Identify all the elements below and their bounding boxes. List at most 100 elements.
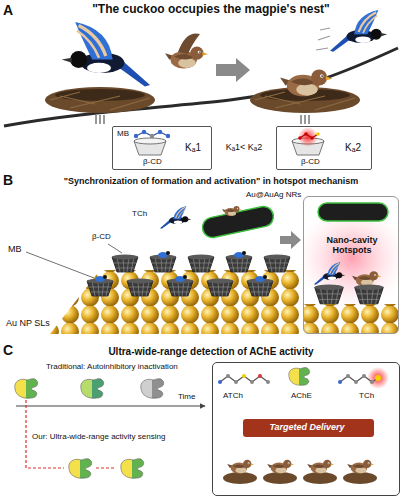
tch-molecule xyxy=(310,136,314,140)
inset-title: Nano-cavity Hotspots xyxy=(312,235,392,256)
leader-line xyxy=(108,244,122,253)
panel-letter: A xyxy=(3,2,13,18)
panel-title: "The cuckoo occupies the magpie's nest" xyxy=(22,3,400,17)
mb-birds xyxy=(103,275,107,279)
cuckoo-flying xyxy=(165,33,208,68)
binding-box: MB β-CD Kₐ1 xyxy=(112,126,212,170)
nest-row xyxy=(307,460,334,474)
mb-molecule xyxy=(158,130,162,134)
cyclodextrin-cups xyxy=(188,255,214,273)
delivery-box: ATCh AChE TChTargeted Delivery xyxy=(212,362,400,496)
magpie-flying xyxy=(330,10,387,52)
enzyme-icons xyxy=(141,379,164,399)
host-label: β-CD xyxy=(143,157,162,166)
atch-molecule xyxy=(218,374,270,384)
panel-title: Ultra-wide-range detection of AChE activ… xyxy=(22,346,400,358)
enzyme-icons xyxy=(121,459,144,479)
cyclodextrin-cup xyxy=(134,138,166,155)
constant-label: Kₐ2 xyxy=(345,142,361,154)
cyclodextrin-cups xyxy=(112,255,138,273)
enzyme-icons xyxy=(69,459,92,479)
magpie-flying xyxy=(160,206,191,229)
hotspot-inset-art xyxy=(303,304,399,334)
cyclodextrin-cups xyxy=(207,279,233,297)
banner-text: Targeted Delivery xyxy=(243,422,371,432)
binding-box: β-CD Kₐ2 xyxy=(276,126,372,170)
mb-birds xyxy=(95,251,267,282)
cyclodextrin-cups xyxy=(87,255,290,297)
tch-molecule xyxy=(338,367,389,389)
hotspot-inset-art xyxy=(318,203,388,221)
delivery-banner: Targeted Delivery xyxy=(243,419,374,437)
tch-molecule xyxy=(298,127,318,147)
tch-molecule xyxy=(316,132,320,136)
part-label: Au NP SLs xyxy=(6,318,50,328)
tch-molecule xyxy=(362,374,366,378)
panel-letter: B xyxy=(3,172,13,188)
tch-molecule xyxy=(370,380,374,384)
enzyme-icons xyxy=(15,379,38,399)
atch-molecule xyxy=(218,380,222,384)
enzyme-icons xyxy=(15,379,164,479)
tch-molecule xyxy=(367,367,389,389)
part-label: MB xyxy=(8,244,22,254)
hotspot-inset-art xyxy=(352,271,381,286)
magpie-nest xyxy=(45,87,155,113)
magpie-nest xyxy=(50,92,150,110)
mb-birds xyxy=(242,251,246,255)
molecule-label: ATCh xyxy=(223,391,243,400)
part-label: β-CD xyxy=(92,232,111,241)
magpie-sitting xyxy=(62,22,150,87)
process-arrow xyxy=(216,58,250,82)
nest-row xyxy=(263,472,297,484)
panel-title: "Synchronization of formation and activa… xyxy=(22,176,400,186)
magpie-nest xyxy=(45,87,155,113)
gold-nanoparticle-layer xyxy=(50,270,300,334)
motion-lines xyxy=(316,28,330,50)
atch-molecule xyxy=(266,380,270,384)
atch-molecule xyxy=(242,374,246,378)
molecule-label: MB xyxy=(117,129,129,138)
mb-birds xyxy=(263,275,267,279)
ache-enzyme xyxy=(289,367,310,385)
part-label: Au@AuAg NRs xyxy=(246,190,301,199)
tch-molecule xyxy=(304,132,308,136)
mb-birds xyxy=(166,251,170,255)
tch-molecule xyxy=(346,374,350,378)
mb-molecule xyxy=(134,134,138,138)
hotspot-inset: Nano-cavity Hotspots xyxy=(303,196,399,334)
nest-row xyxy=(347,460,374,474)
nest-row xyxy=(223,460,377,484)
mb-birds xyxy=(183,275,187,279)
nest-row xyxy=(223,472,257,484)
nest-row xyxy=(343,472,377,484)
cyclodextrin-cups xyxy=(264,255,290,273)
cyclodextrin-cup xyxy=(134,138,166,144)
time-arrow xyxy=(16,406,205,407)
atch-molecule xyxy=(250,380,254,384)
molecule-label: TCh xyxy=(359,391,374,400)
cyclodextrin-cups xyxy=(127,279,153,297)
panel-letter: C xyxy=(3,342,13,358)
mb-molecule xyxy=(166,134,170,138)
note: Our: Ultra-wide-range activity sensing xyxy=(32,432,165,441)
enzyme-icons xyxy=(81,379,104,399)
atch-molecule xyxy=(234,380,238,384)
cuckoo-on-rod xyxy=(222,206,242,216)
hotspot-inset-art xyxy=(303,203,399,334)
mb-molecule xyxy=(134,130,170,138)
nest-row xyxy=(227,460,254,474)
equivalence-lines xyxy=(96,115,309,124)
host-label: β-CD xyxy=(301,157,320,166)
tch-molecule xyxy=(298,136,302,140)
tch-molecule xyxy=(354,380,358,384)
cuckoo-flying xyxy=(178,33,200,54)
constant-label: Kₐ1 xyxy=(185,142,201,154)
process-arrow xyxy=(280,231,301,249)
part-label: TCh xyxy=(132,209,147,218)
mb-molecule xyxy=(142,130,146,134)
enzyme-label: AChE xyxy=(291,391,312,400)
hotspot-inset-art xyxy=(315,285,344,304)
nanorod xyxy=(201,205,276,240)
